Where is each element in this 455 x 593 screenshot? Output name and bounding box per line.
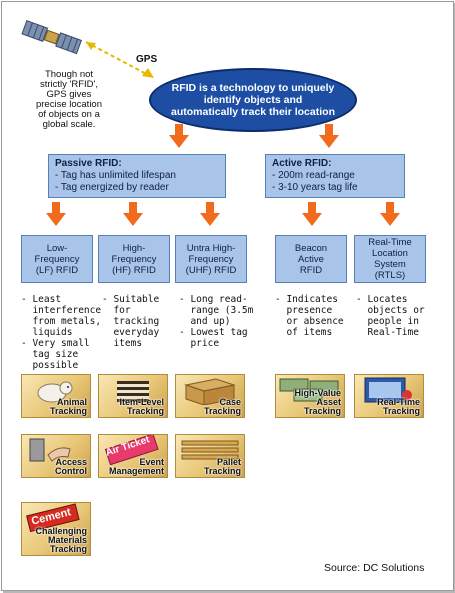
access-control-label: Access Control xyxy=(55,457,87,476)
gps-label: GPS xyxy=(136,54,158,65)
arrow-to-lf xyxy=(46,202,66,226)
ticket-icon xyxy=(104,435,159,465)
animal-tracking-tile: Animal Tracking xyxy=(21,374,91,418)
wooden-pallet-icon xyxy=(181,440,239,460)
access-card-reader-icon xyxy=(29,438,71,462)
active-rfid-title: Active RFID: xyxy=(272,158,332,169)
high-value-asset-tracking-label: High-Value Asset Tracking xyxy=(294,388,341,416)
arrow-to-uhf xyxy=(200,202,220,226)
case-tracking-tile: Case Tracking xyxy=(175,374,245,418)
cardboard-box-icon xyxy=(184,378,236,405)
item-level-tracking-tile: Item-Level Tracking xyxy=(98,374,168,418)
arrow-to-hf xyxy=(123,202,143,226)
uhf-rfid-description: - Long read- range (3.5m and up) - Lowes… xyxy=(179,294,254,349)
challenging-materials-tracking-tile: Cement Challenging Materials Tracking xyxy=(21,502,91,556)
pallet-tracking-label: Pallet Tracking xyxy=(203,457,241,476)
arrow-to-passive xyxy=(169,124,189,148)
sheep-icon xyxy=(37,381,73,403)
pallet-tracking-tile: Pallet Tracking xyxy=(175,434,245,478)
hf-rfid-description: - Suitable for tracking everyday items xyxy=(102,294,160,349)
animal-tracking-label: Animal Tracking xyxy=(49,397,87,416)
gps-caption: Though not strictly 'RFID', GPS gives pr… xyxy=(35,69,102,130)
lf-rfid-box: Low- Frequency (LF) RFID xyxy=(21,235,93,283)
passive-rfid-item: - Tag has unlimited lifespan xyxy=(55,170,176,181)
rtls-description: - Locates objects or people in Real-Time xyxy=(356,294,425,338)
money-stack-icon xyxy=(279,378,339,402)
source-credit: Source: DC Solutions xyxy=(324,562,425,574)
real-time-tracking-tile: Real-Time Tracking xyxy=(354,374,424,418)
real-time-tracking-label: Real-Time Tracking xyxy=(377,397,420,416)
beacon-active-rfid-box: Beacon Active RFID xyxy=(275,235,347,283)
event-management-label: Event Management xyxy=(108,457,164,476)
lf-rfid-description: - Least interference from metals, liquid… xyxy=(21,294,102,371)
active-rfid-item: - 3-10 years tag life xyxy=(272,182,358,193)
rfid-definition-oval: RFID is a technology to uniquely identif… xyxy=(149,68,357,132)
arrow-to-beacon xyxy=(302,202,322,226)
cement-bag-icon xyxy=(26,503,80,533)
satellite-icon xyxy=(21,19,82,55)
rtls-box: Real-Time Location System (RTLS) xyxy=(354,235,426,283)
uhf-rfid-box: Untra High- Frequency (UHF) RFID xyxy=(175,235,247,283)
monitor-screen-icon xyxy=(364,377,412,403)
striped-shirt-icon xyxy=(117,381,149,402)
item-level-tracking-label: Item-Level Tracking xyxy=(119,397,164,416)
arrow-to-active xyxy=(319,124,339,148)
passive-rfid-item: - Tag energized by reader xyxy=(55,182,169,193)
passive-rfid-box: Passive RFID: - Tag has unlimited lifesp… xyxy=(48,154,226,198)
rfid-definition-text: RFID is a technology to uniquely identif… xyxy=(171,82,335,118)
arrow-to-rtls xyxy=(380,202,400,226)
high-value-asset-tracking-tile: High-Value Asset Tracking xyxy=(275,374,345,418)
access-control-tile: Access Control xyxy=(21,434,91,478)
beacon-description: - Indicates presence or absence of items xyxy=(275,294,344,338)
active-rfid-box: Active RFID: - 200m read-range - 3-10 ye… xyxy=(265,154,405,198)
active-rfid-item: - 200m read-range xyxy=(272,170,355,181)
gps-dashed-arrow xyxy=(85,41,154,78)
passive-rfid-title: Passive RFID: xyxy=(55,158,122,169)
challenging-materials-tracking-label: Challenging Materials Tracking xyxy=(35,526,88,554)
hf-rfid-box: High- Frequency (HF) RFID xyxy=(98,235,170,283)
event-management-tile: Air Ticket Event Management xyxy=(98,434,168,478)
case-tracking-label: Case Tracking xyxy=(203,397,241,416)
